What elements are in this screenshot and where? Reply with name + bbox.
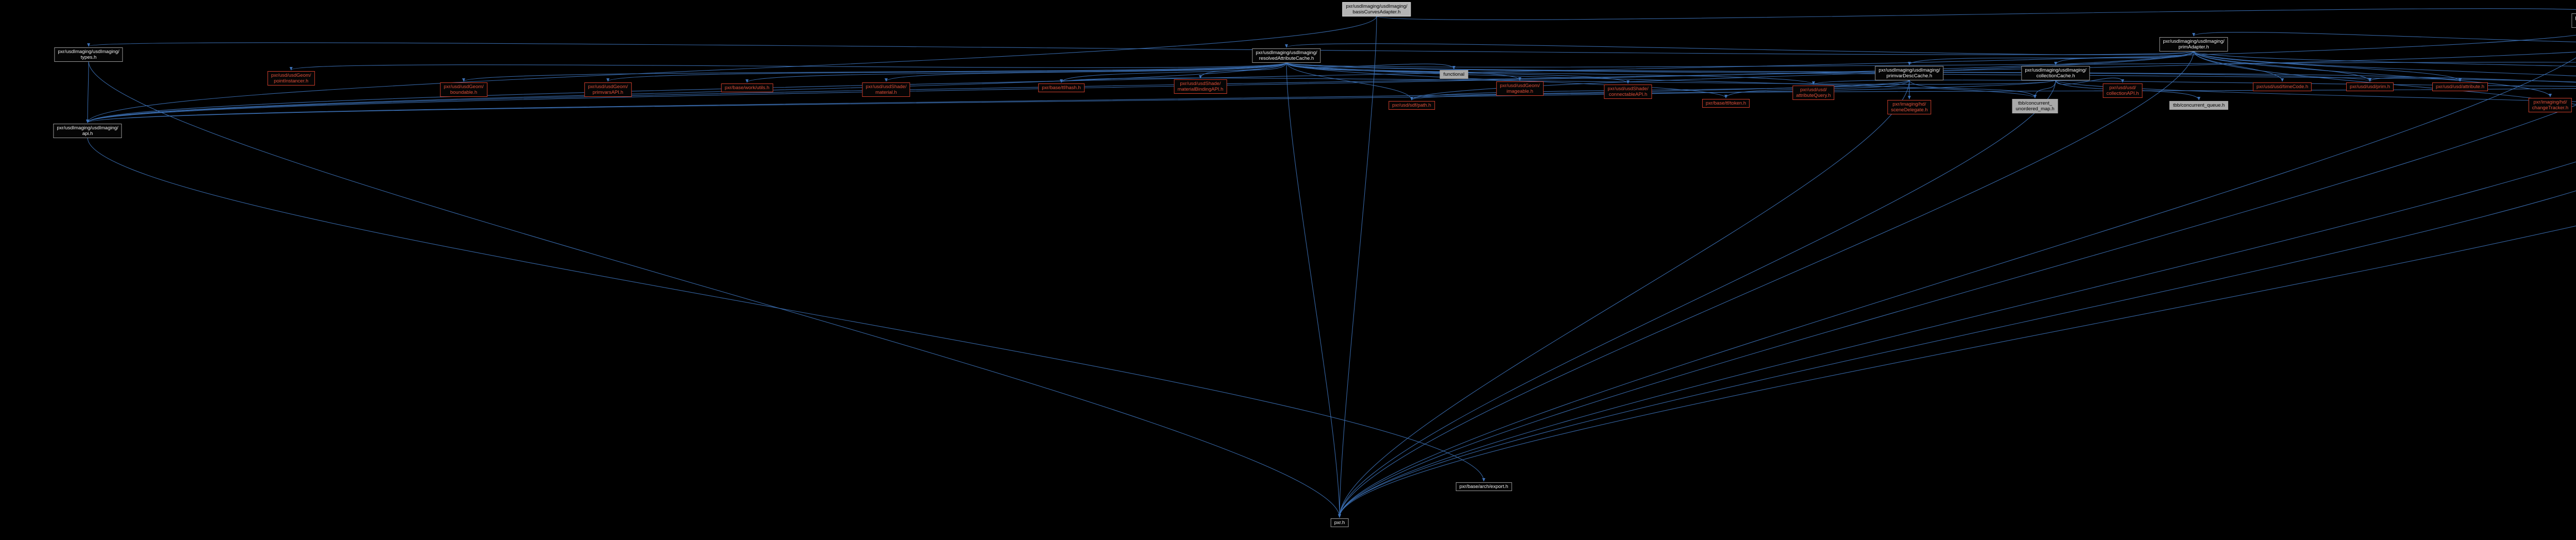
include-edge: [1338, 225, 2576, 518]
include-edge: [1286, 62, 1521, 81]
graph-node-hdSceneDelegate[interactable]: pxr/imaging/hd/ sceneDelegate.h: [1887, 100, 1931, 114]
graph-node-pxr[interactable]: pxr.h: [1330, 518, 1349, 527]
include-edge: [1410, 88, 2576, 100]
include-edge: [2193, 50, 2284, 82]
include-edge: [2033, 79, 2056, 98]
graph-node-gBoundable[interactable]: pxr/usd/usdGeom/ boundable.h: [440, 82, 487, 97]
graph-node-sMatBindAPI[interactable]: pxr/usd/usdShade/ materialBindingAPI.h: [1174, 79, 1227, 94]
include-edge: [1376, 8, 2576, 20]
graph-node-gPointInstancer[interactable]: pxr/usd/usdGeom/ pointInstancer.h: [267, 71, 315, 86]
graph-node-uiApi[interactable]: pxr/usdImaging/usdImaging/ api.h: [53, 124, 122, 138]
include-edge: [87, 137, 1485, 482]
graph-node-timeCode[interactable]: pxr/usd/usd/timeCode.h: [2252, 82, 2312, 91]
include-edge: [2193, 50, 2372, 82]
graph-node-workUtils[interactable]: pxr/base/work/utils.h: [721, 83, 773, 92]
include-edge: [86, 52, 2576, 123]
include-edge: [1286, 62, 1815, 85]
graph-node-sConnectAPI[interactable]: pxr/usd/usdShade/ connectableAPI.h: [1604, 85, 1652, 99]
include-edge: [2054, 50, 2194, 65]
include-edge: [1909, 79, 2037, 98]
include-edge: [290, 62, 1287, 71]
graph-node-tfToken[interactable]: pxr/base/tf/token.h: [1702, 99, 1750, 108]
include-edge: [1286, 62, 1456, 70]
include-edge: [1410, 79, 1910, 100]
graph-node-gImageable[interactable]: pxr/usd/usdGeom/ imageable.h: [1496, 81, 1544, 96]
include-edge: [86, 15, 1377, 123]
graph-node-sMaterial[interactable]: pxr/usd/usdShade/ material.h: [862, 82, 910, 97]
graph-node-gprim[interactable]: pxr/usdImaging/usdImaging/ gprimAdapter.…: [2571, 13, 2576, 28]
graph-node-primAdapter[interactable]: pxr/usdImaging/usdImaging/ primAdapter.h: [2159, 37, 2228, 52]
include-edge: [2193, 50, 2576, 67]
include-edge: [86, 50, 2194, 123]
include-edge: [1338, 190, 2576, 518]
include-edge: [1337, 79, 1910, 518]
graph-node-usdAttribute[interactable]: pxr/usd/usd/attribute.h: [2432, 82, 2488, 91]
graph-node-gPrimvarsAPI[interactable]: pxr/usd/usdGeom/ primvarsAPI.h: [584, 82, 632, 97]
graph-node-usdPrim[interactable]: pxr/usd/usd/prim.h: [2346, 82, 2394, 91]
include-edge: [2192, 32, 2576, 43]
graph-node-collectionCache[interactable]: pxr/usdImaging/usdImaging/ collectionCac…: [2021, 66, 2090, 80]
include-edge: [1337, 15, 1377, 518]
include-edge: [86, 61, 90, 123]
graph-node-resolvedCache[interactable]: pxr/usdImaging/usdImaging/ resolvedAttri…: [1252, 48, 1321, 63]
graph-node-uiTypes[interactable]: pxr/usdImaging/usdImaging/ types.h: [54, 47, 123, 62]
include-edge: [1286, 62, 1342, 518]
include-edge: [1286, 62, 1414, 100]
graph-node-usdAttrQuery[interactable]: pxr/usd/usd/ attributeQuery.h: [1792, 86, 1835, 100]
include-edge: [462, 62, 1287, 82]
graph-node-hdChangeTracker[interactable]: pxr/imaging/hd/ changeTracker.h: [2528, 98, 2572, 112]
graph-node-primvarDescCache[interactable]: pxr/usdImaging/usdImaging/ primvarDescCa…: [1875, 66, 1944, 80]
include-edge: [1285, 43, 2194, 55]
include-edge: [1338, 105, 2576, 518]
include-edge: [2193, 50, 2462, 82]
include-edge: [87, 42, 2194, 55]
graph-node-collectionAPI[interactable]: pxr/usd/usd/ collectionAPI.h: [2103, 83, 2143, 98]
include-edge: [1198, 62, 1287, 79]
include-edge: [1338, 161, 2576, 518]
include-edge: [1337, 79, 2056, 518]
include-edge: [1908, 50, 2194, 65]
include-edge: [88, 61, 1341, 518]
include-edge: [606, 62, 1287, 82]
include-edge: [885, 62, 1287, 82]
graph-node-functional: functional: [1439, 70, 1468, 79]
graph-node-tbbQueue: tbb/concurrent_queue.h: [2169, 101, 2229, 110]
graph-node-archExport[interactable]: pxr/base/arch/export.h: [1455, 482, 1512, 491]
include-edge: [1338, 57, 2576, 518]
graph-node-sdfPath[interactable]: pxr/usd/sdf/path.h: [1388, 101, 1435, 110]
graph-node-tbbUMap: tbb/concurrent_ unordered_map.h: [2012, 99, 2058, 113]
graph-node-tfHash[interactable]: pxr/base/tf/hash.h: [1038, 83, 1084, 92]
include-edge: [1337, 50, 2194, 518]
graph-node-root: pxr/usdImaging/usdImaging/ basisCurvesAd…: [1342, 2, 1411, 16]
